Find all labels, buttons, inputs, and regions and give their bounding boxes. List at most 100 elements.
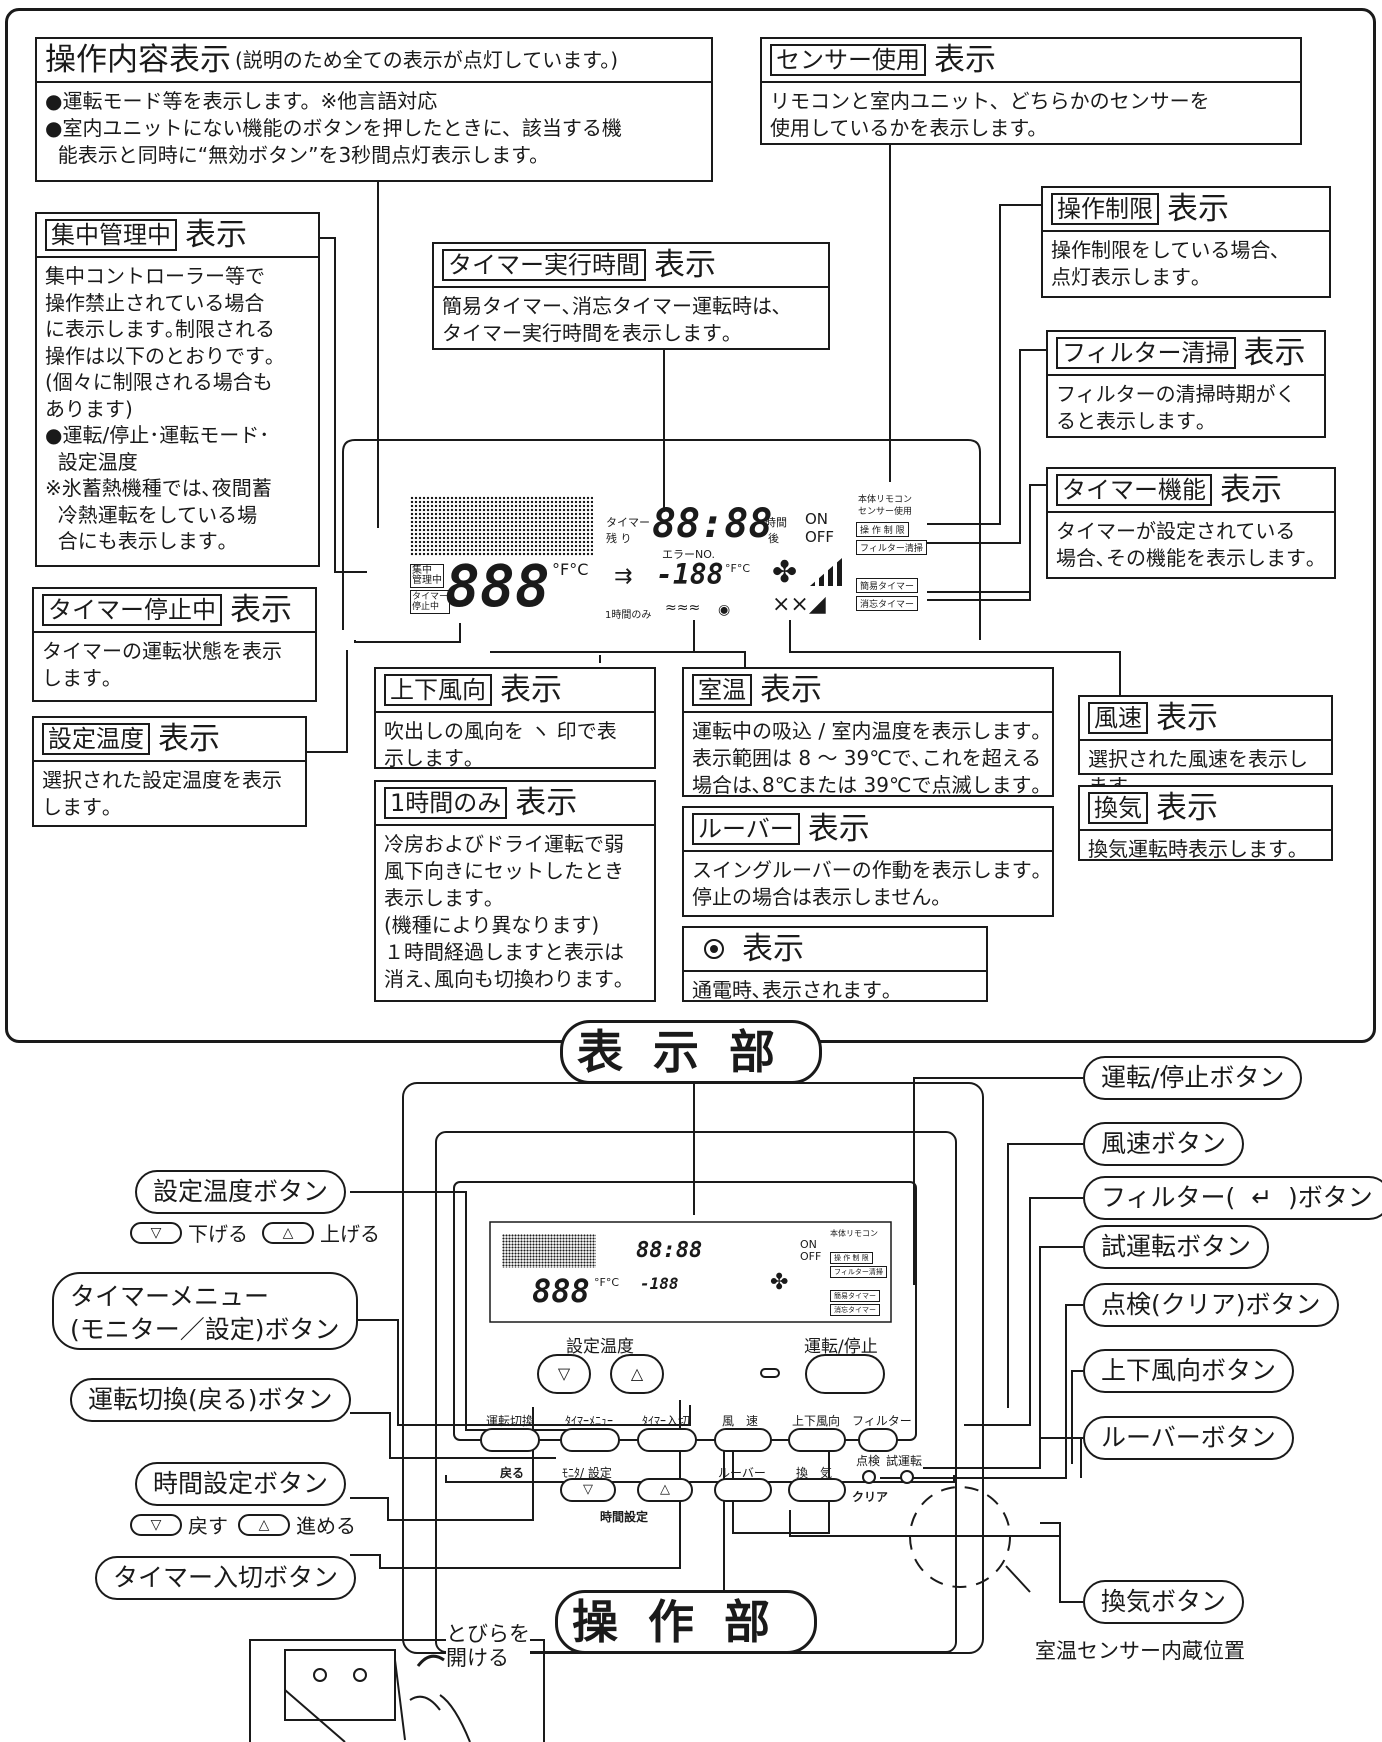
run-stop-button[interactable]: [805, 1354, 885, 1394]
callout-tag: ルーバー: [692, 813, 800, 845]
callout-title: 表示: [807, 811, 870, 847]
check-button-label: 点検(クリア)ボタン: [1083, 1283, 1339, 1327]
callout-title: 表示: [760, 672, 822, 708]
callout-title: 表示: [654, 247, 716, 283]
down-text: 下げる: [188, 1222, 248, 1246]
ctl-time-set-label: 時間設定: [600, 1510, 649, 1524]
callout-tag: タイマー機能: [1056, 474, 1212, 506]
callout-body: 集中コントローラー等で 操作禁止されている場合 に表示します｡制限される 操作は…: [45, 264, 275, 553]
time-set-note: ▽戻す △進める: [130, 1510, 356, 1539]
mode-switch-button-label: 運転切換(戻る)ボタン: [70, 1378, 351, 1422]
callout-tag: タイマー停止中: [42, 594, 222, 626]
callout-sensor-use: センサー使用表示 リモコンと室内ユニット、どちらかのセンサーを 使用しているかを…: [760, 37, 1302, 145]
mode-switch-button[interactable]: [480, 1428, 540, 1452]
airflow-icon: ≈≈≈: [665, 600, 701, 616]
callout-central-control: 集中管理中表示 集中コントローラー等で 操作禁止されている場合 に表示します｡制…: [35, 212, 320, 567]
vent-button[interactable]: [788, 1478, 846, 1502]
callout-operation-restrict: 操作制限表示 操作制限をしている場合､ 点灯表示します｡: [1041, 186, 1331, 298]
timer-menu-button-label: タイマーメニュー (モニター／設定)ボタン: [52, 1272, 358, 1350]
back-triangle-icon: ▽: [130, 1513, 182, 1536]
ctl-clear-label: クリア: [852, 1490, 889, 1504]
controller-lcd-unit: °F°C: [594, 1276, 620, 1289]
callout-title: 表示: [230, 592, 292, 628]
callout-title: 表示: [934, 42, 996, 78]
run-stop-button-label: 運転/停止ボタン: [1083, 1056, 1303, 1100]
callout-title: 表示: [1156, 700, 1218, 736]
ctl-louver-label: ルーバー: [718, 1466, 766, 1480]
fan-button[interactable]: [714, 1428, 772, 1452]
callout-power-indicator: 表示 通電時､表示されます｡: [682, 926, 988, 1002]
temp-up-button[interactable]: △: [610, 1354, 664, 1394]
louver-button[interactable]: [714, 1478, 772, 1502]
up-triangle-icon: △: [262, 1221, 314, 1244]
lcd-filter-badge: フィルター清掃: [856, 540, 927, 555]
filter-button[interactable]: [858, 1428, 898, 1452]
controller-lcd-filter: フィルター清掃: [830, 1266, 887, 1278]
controller-lcd-simple: 簡易タイマー: [830, 1290, 880, 1302]
callout-body: 運転中の吸込 / 室内温度を表示します｡ 表示範囲は 8 ～ 39℃で､これを超…: [692, 719, 1042, 797]
ctl-test-run-label: 試運転: [886, 1454, 923, 1468]
controller-lcd-error: -188: [640, 1274, 679, 1293]
controller-lcd-sensor: 本体リモコン: [830, 1229, 878, 1238]
test-run-button-label: 試運転ボタン: [1083, 1225, 1270, 1269]
down-triangle-icon: ▽: [130, 1221, 182, 1244]
temp-down-button[interactable]: ▽: [537, 1354, 591, 1394]
lcd-timer-stop-badge: タイマー 停止中: [410, 590, 451, 614]
lcd-clock-digits: 88:88: [652, 501, 773, 547]
callout-tag: フィルター清掃: [1056, 337, 1236, 369]
ctl-back-label: 戻る: [500, 1466, 525, 1480]
ctl-vertical-label: 上下風向: [792, 1414, 841, 1428]
callout-set-temp: 設定温度表示 選択された設定温度を表示 します｡: [32, 716, 307, 827]
callout-timer-stop: タイマー停止中表示 タイマーの運転状態を表示 します｡: [32, 587, 317, 702]
operation-section-label: 操作部: [555, 1590, 817, 1654]
set-temp-note: ▽下げる △上げる: [130, 1218, 380, 1247]
callout-body: スイングルーバーの作動を表示します｡ 停止の場合は表示しません｡: [692, 858, 1042, 909]
callout-title: 表示: [1243, 335, 1306, 371]
callout-note: (説明のため全ての表示が点灯しています。): [235, 48, 619, 72]
callout-title: 表示: [515, 785, 578, 821]
time-forward-button[interactable]: △: [637, 1478, 693, 1502]
callout-title: 表示: [185, 217, 247, 253]
timer-onoff-button[interactable]: [637, 1428, 697, 1452]
callout-body: 吹出しの風向を ヽ 印で表 示します｡: [384, 719, 617, 770]
power-indicator-icon: ◉: [718, 602, 731, 618]
sensor-position-label: 室温センサー内蔵位置: [1035, 1639, 1245, 1663]
forward-triangle-icon: △: [238, 1513, 290, 1536]
lcd-sensor-line1: 本体リモコン: [858, 495, 913, 505]
callout-room-temp: 室温表示 運転中の吸込 / 室内温度を表示します｡ 表示範囲は 8 ～ 39℃で…: [682, 667, 1054, 797]
timer-menu-button[interactable]: [560, 1428, 620, 1452]
callout-tag: 設定温度: [42, 723, 150, 755]
controller-lcd-forget: 消忘タイマー: [830, 1304, 880, 1316]
controller-run-stop-label: 運転/停止: [804, 1337, 878, 1357]
lcd-central-badge: 集中 管理中: [410, 564, 444, 588]
callout-body: ●運転モード等を表示します。※他言語対応 ●室内ユニットにない機能のボタンを押し…: [45, 89, 622, 167]
callout-tag: 集中管理中: [45, 219, 177, 251]
ctl-filter-label: フィルター: [852, 1414, 912, 1428]
lcd-restrict-badge: 操 作 制 限: [856, 522, 909, 537]
back-text: 戻す: [188, 1514, 228, 1538]
callout-tag: 1時間のみ: [384, 787, 508, 819]
lcd-hour-label: 時間: [765, 516, 787, 529]
fan-button-label: 風速ボタン: [1083, 1122, 1245, 1166]
callout-title: 表示: [1167, 191, 1229, 227]
lcd-on-label: ON: [805, 510, 829, 528]
ctl-mode-switch-label: 運転切換: [486, 1414, 535, 1428]
controller-lcd-restrict: 操 作 制 限: [830, 1252, 873, 1264]
time-back-button[interactable]: ▽: [560, 1478, 616, 1502]
lcd-forget-timer-badge: 消忘タイマー: [856, 596, 919, 611]
callout-body: リモコンと室内ユニット、どちらかのセンサーを 使用しているかを表示します。: [770, 89, 1210, 140]
door-instruction: とびらを 開ける: [446, 1622, 530, 1670]
lcd-error-unit: °F°C: [725, 562, 751, 575]
check-button[interactable]: [862, 1470, 876, 1484]
lcd-dot-matrix: [410, 496, 593, 556]
filter-button-label: フィルター( ↵ )ボタン: [1083, 1176, 1382, 1220]
ctl-check-label: 点検: [856, 1454, 881, 1468]
louver-button-label: ルーバーボタン: [1083, 1416, 1294, 1460]
power-circle-icon: [704, 939, 724, 959]
vertical-airflow-button[interactable]: [788, 1428, 846, 1452]
callout-tag: タイマー実行時間: [442, 249, 646, 281]
lcd-remain-label: 残 り: [606, 532, 632, 545]
test-run-button[interactable]: [900, 1470, 914, 1484]
lcd-main-digits: 888: [445, 552, 550, 620]
